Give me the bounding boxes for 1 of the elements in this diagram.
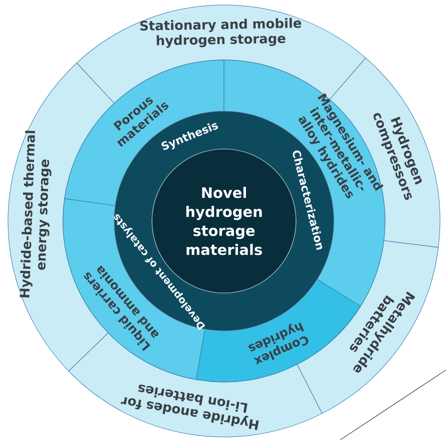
node-label: Hydride anodes for Li-ion batteries: [120, 384, 259, 430]
